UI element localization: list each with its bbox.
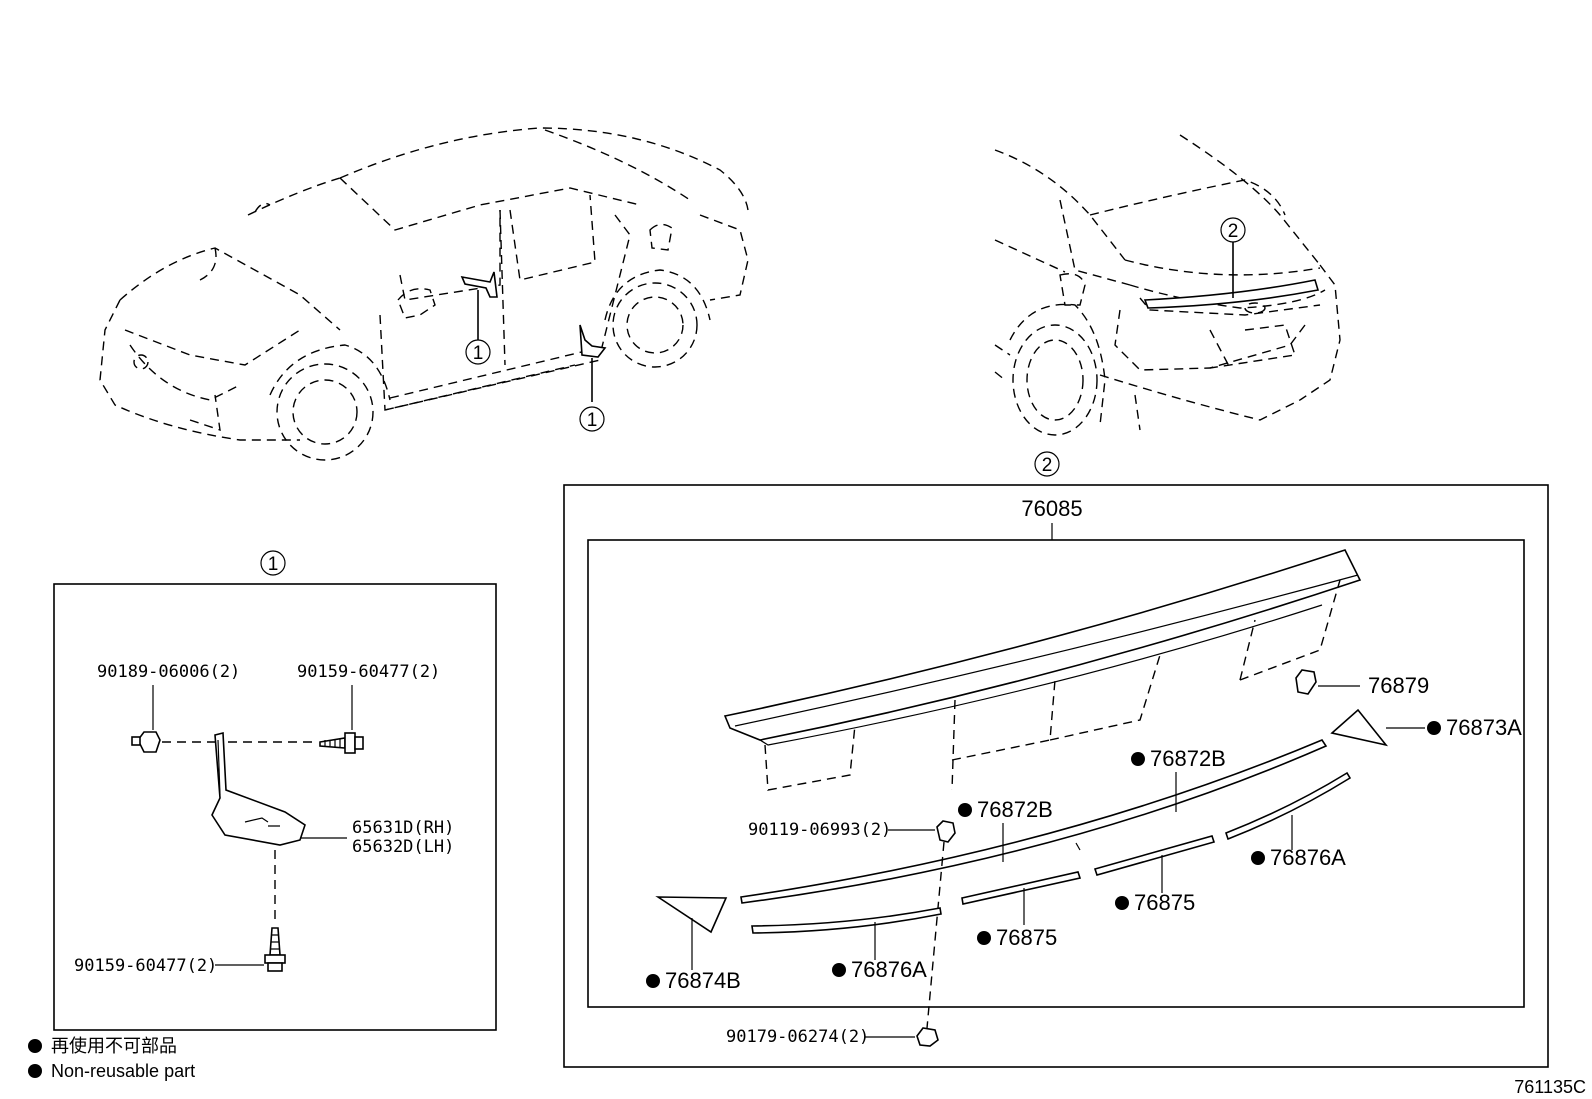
legend-jp: 再使用不可部品 bbox=[51, 1036, 177, 1056]
tape-76876A-left bbox=[751, 907, 942, 934]
non-reusable-dot bbox=[1131, 752, 1145, 766]
non-reusable-dot bbox=[832, 963, 846, 977]
legend-dot bbox=[28, 1039, 42, 1053]
label-65631D: 65631D(RH) bbox=[352, 818, 454, 838]
tape-76875-left bbox=[961, 871, 1082, 905]
clip-nut bbox=[137, 731, 161, 753]
label-76876A-right: 76876A bbox=[1270, 845, 1346, 870]
figure-code: 761135C bbox=[1514, 1077, 1586, 1097]
label-76875-left: 76875 bbox=[996, 925, 1057, 950]
box-1-bracket: 1 90189-06006(2) 90159-60477(2) 65631D(R… bbox=[53, 550, 497, 1031]
clip-90119 bbox=[936, 820, 956, 843]
bolt-top bbox=[319, 737, 346, 749]
label-90179-06274: 90179-06274(2) bbox=[726, 1027, 869, 1047]
callout-1-label: 1 bbox=[473, 343, 484, 364]
non-reusable-dot bbox=[958, 803, 972, 817]
car-rear-view: 2 bbox=[994, 134, 1341, 436]
label-65632D: 65632D(LH) bbox=[352, 837, 454, 857]
rear-spoiler bbox=[723, 549, 1362, 741]
end-cap-76873A bbox=[1330, 708, 1389, 747]
callout-2-label: 2 bbox=[1228, 221, 1239, 242]
mudguard-bracket bbox=[211, 731, 306, 846]
legend-en: Non-reusable part bbox=[51, 1061, 195, 1081]
car-front-view: 1 1 bbox=[99, 127, 749, 461]
clip-90179 bbox=[916, 1027, 939, 1047]
label-90159-60477-bottom: 90159-60477(2) bbox=[74, 956, 217, 976]
callout-1-label: 1 bbox=[587, 410, 598, 431]
label-90189-06006: 90189-06006(2) bbox=[97, 662, 240, 682]
label-76872B-right: 76872B bbox=[1150, 746, 1226, 771]
box-2-callout: 2 bbox=[1042, 455, 1053, 476]
label-90119-06993: 90119-06993(2) bbox=[748, 820, 891, 840]
label-76879: 76879 bbox=[1368, 673, 1429, 698]
non-reusable-dot bbox=[1115, 896, 1129, 910]
box-2-spoiler: 2 76085 76879 76873A 76872B 76872B bbox=[563, 451, 1549, 1068]
label-76874B: 76874B bbox=[665, 968, 741, 993]
label-76876A-left: 76876A bbox=[851, 957, 927, 982]
end-cap-76874B bbox=[655, 896, 728, 934]
non-reusable-dot bbox=[1427, 721, 1441, 735]
legend: 再使用不可部品 Non-reusable part bbox=[28, 1036, 195, 1081]
non-reusable-dot bbox=[1251, 851, 1265, 865]
box-1-callout: 1 bbox=[268, 554, 279, 575]
label-76873A: 76873A bbox=[1446, 715, 1522, 740]
moulding-76872B bbox=[740, 739, 1328, 904]
legend-dot bbox=[28, 1064, 42, 1078]
non-reusable-dot bbox=[977, 931, 991, 945]
label-90159-60477-top: 90159-60477(2) bbox=[297, 662, 440, 682]
tape-76876A-right bbox=[1225, 771, 1352, 841]
label-76875-right: 76875 bbox=[1134, 890, 1195, 915]
tape-76875-right bbox=[1093, 835, 1216, 876]
clip-76879 bbox=[1295, 669, 1317, 695]
label-76872B-left: 76872B bbox=[977, 797, 1053, 822]
label-76085: 76085 bbox=[1021, 496, 1082, 521]
non-reusable-dot bbox=[646, 974, 660, 988]
